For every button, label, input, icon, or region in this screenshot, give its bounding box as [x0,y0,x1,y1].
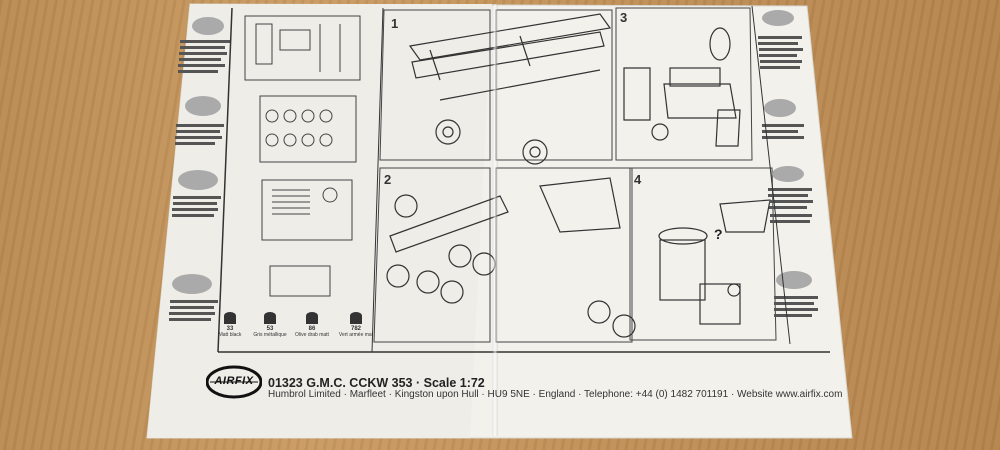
hand-illustrations [172,17,224,294]
cab-diagram-step-4 [658,199,771,325]
right-hand-illustrations [762,10,812,289]
paint-swatches [224,312,362,324]
step-number-3: 3 [620,10,628,25]
instruction-text-column [169,40,230,321]
step-number-1: 1 [391,16,399,31]
manufacturer-address: Humbrol Limited · Marfleet · Kingston up… [268,389,843,400]
step-number-4: 4 [634,172,642,187]
logo-text: AIRFIX [214,375,254,387]
question-mark: ? [714,226,723,242]
chassis-diagram-step-2 [386,177,636,338]
parts-sprue-diagrams [244,15,361,297]
fold-crease [492,4,498,436]
airfix-logo: AIRFIX [205,364,263,400]
right-instruction-column [758,36,818,317]
cab-diagram-step-3 [623,27,741,147]
step-number-2: 2 [384,172,392,187]
model-title: 01323 G.M.C. CCKW 353 · Scale 1:72 [268,376,485,390]
chassis-diagram-step-1 [408,13,612,165]
